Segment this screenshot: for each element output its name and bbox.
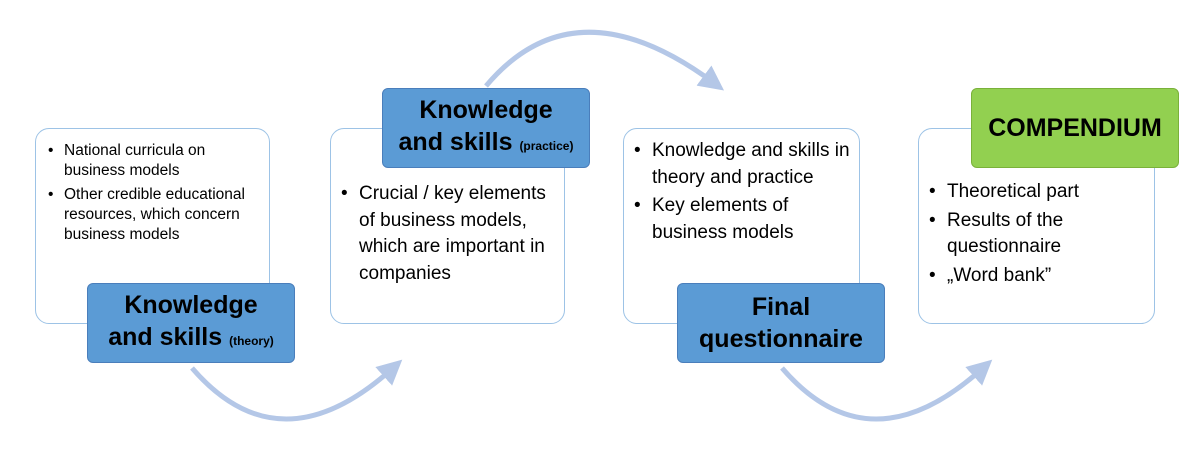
step4-heading: COMPENDIUM [971,88,1179,168]
step4-heading-line1: COMPENDIUM [988,114,1162,142]
step4-item: Theoretical part [925,179,1146,206]
step2-list: Crucial / key elements of business model… [337,181,556,287]
step2-heading-line1: Knowledge [419,96,553,124]
step4-item: Results of the questionnaire [925,208,1146,261]
step2-heading: Knowledge and skills (practice) [382,88,590,168]
step4-item: „Word bank” [925,263,1146,290]
step3-heading: Final questionnaire [677,283,885,363]
step1-card: National curricula on business models Ot… [35,128,270,324]
step3-heading-line1: Final [751,293,811,321]
step2-heading-line2: and skills [398,128,513,156]
arrow-step3-to-step4 [780,359,993,422]
step2-item: Crucial / key elements of business model… [337,181,556,287]
step2-heading-note: (practice) [519,139,574,153]
step1-heading-note: (theory) [229,334,274,348]
step1-heading-line1: Knowledge [124,291,258,319]
step4-list: Theoretical part Results of the question… [925,179,1146,289]
step1-heading-line2: and skills [108,323,223,351]
step3-item: Knowledge and skills in theory and pract… [630,138,851,191]
step1-item: Other credible educational resources, wh… [44,185,259,245]
step1-item: National curricula on business models [44,141,259,181]
step4-card: Theoretical part Results of the question… [918,128,1155,324]
step3-heading-line2: questionnaire [699,325,863,353]
step1-list: National curricula on business models Ot… [44,141,259,245]
arrow-step1-to-step2 [190,359,403,422]
arrow-step2-to-step3 [484,29,725,91]
step3-list: Knowledge and skills in theory and pract… [630,138,851,246]
step1-heading: Knowledge and skills (theory) [87,283,295,363]
step3-item: Key elements of business models [630,193,851,246]
